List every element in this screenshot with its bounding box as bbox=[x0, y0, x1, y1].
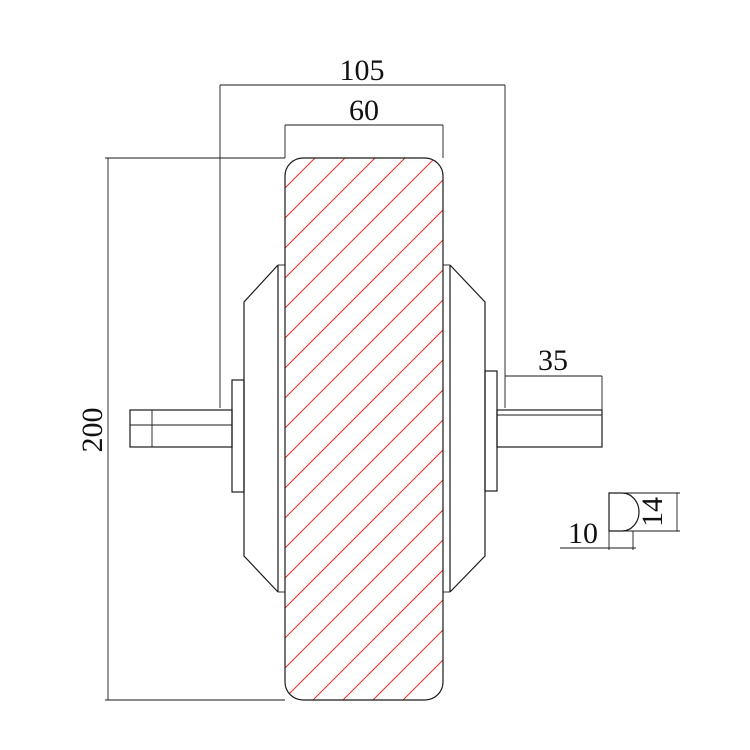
dimension-shaft-length: 35 bbox=[505, 344, 603, 410]
hatch-line bbox=[422, 158, 443, 700]
label-overall-width: 105 bbox=[340, 54, 385, 87]
hatch-line bbox=[285, 158, 443, 700]
hatch-line bbox=[285, 158, 443, 700]
dimension-overall-width: 105 bbox=[219, 54, 506, 408]
left-hub-housing bbox=[231, 264, 285, 593]
hatch-line bbox=[285, 158, 443, 700]
dimension-diameter: 200 bbox=[76, 157, 285, 701]
hatch-line bbox=[285, 158, 443, 700]
hatch-line bbox=[285, 158, 443, 700]
hatch-line bbox=[285, 158, 386, 700]
hatch-line bbox=[0, 148, 265, 710]
right-axle-shaft bbox=[496, 409, 603, 448]
hatch-line bbox=[285, 158, 443, 700]
hatch-line bbox=[285, 158, 443, 700]
hatch-line bbox=[285, 158, 416, 700]
shaft-cross-section: 10 14 bbox=[560, 492, 680, 550]
hatch-line bbox=[392, 158, 443, 700]
label-shaft-height: 14 bbox=[636, 497, 669, 527]
hatch-line bbox=[285, 158, 443, 700]
hatch-line bbox=[302, 158, 443, 700]
hatch-line bbox=[285, 158, 443, 700]
hatch-line bbox=[483, 148, 750, 710]
hatch-line bbox=[285, 158, 443, 700]
label-shaft-length: 35 bbox=[538, 344, 568, 377]
hatch-line bbox=[285, 158, 356, 700]
label-tire-width: 60 bbox=[349, 94, 379, 127]
left-axle-shaft bbox=[129, 409, 233, 448]
label-shaft-flat-width: 10 bbox=[568, 517, 598, 550]
hatch-line bbox=[285, 158, 296, 700]
right-hub-housing bbox=[443, 264, 498, 593]
hatch-line bbox=[285, 158, 443, 700]
tire-hatch bbox=[0, 148, 750, 710]
hatch-line bbox=[285, 158, 326, 700]
label-diameter: 200 bbox=[76, 408, 109, 453]
hatch-line bbox=[0, 148, 235, 710]
tire-outline bbox=[284, 157, 444, 701]
dimension-tire-width: 60 bbox=[284, 94, 444, 158]
hatch-line bbox=[332, 158, 443, 700]
hatch-line bbox=[285, 158, 443, 700]
hatch-line bbox=[285, 158, 443, 700]
